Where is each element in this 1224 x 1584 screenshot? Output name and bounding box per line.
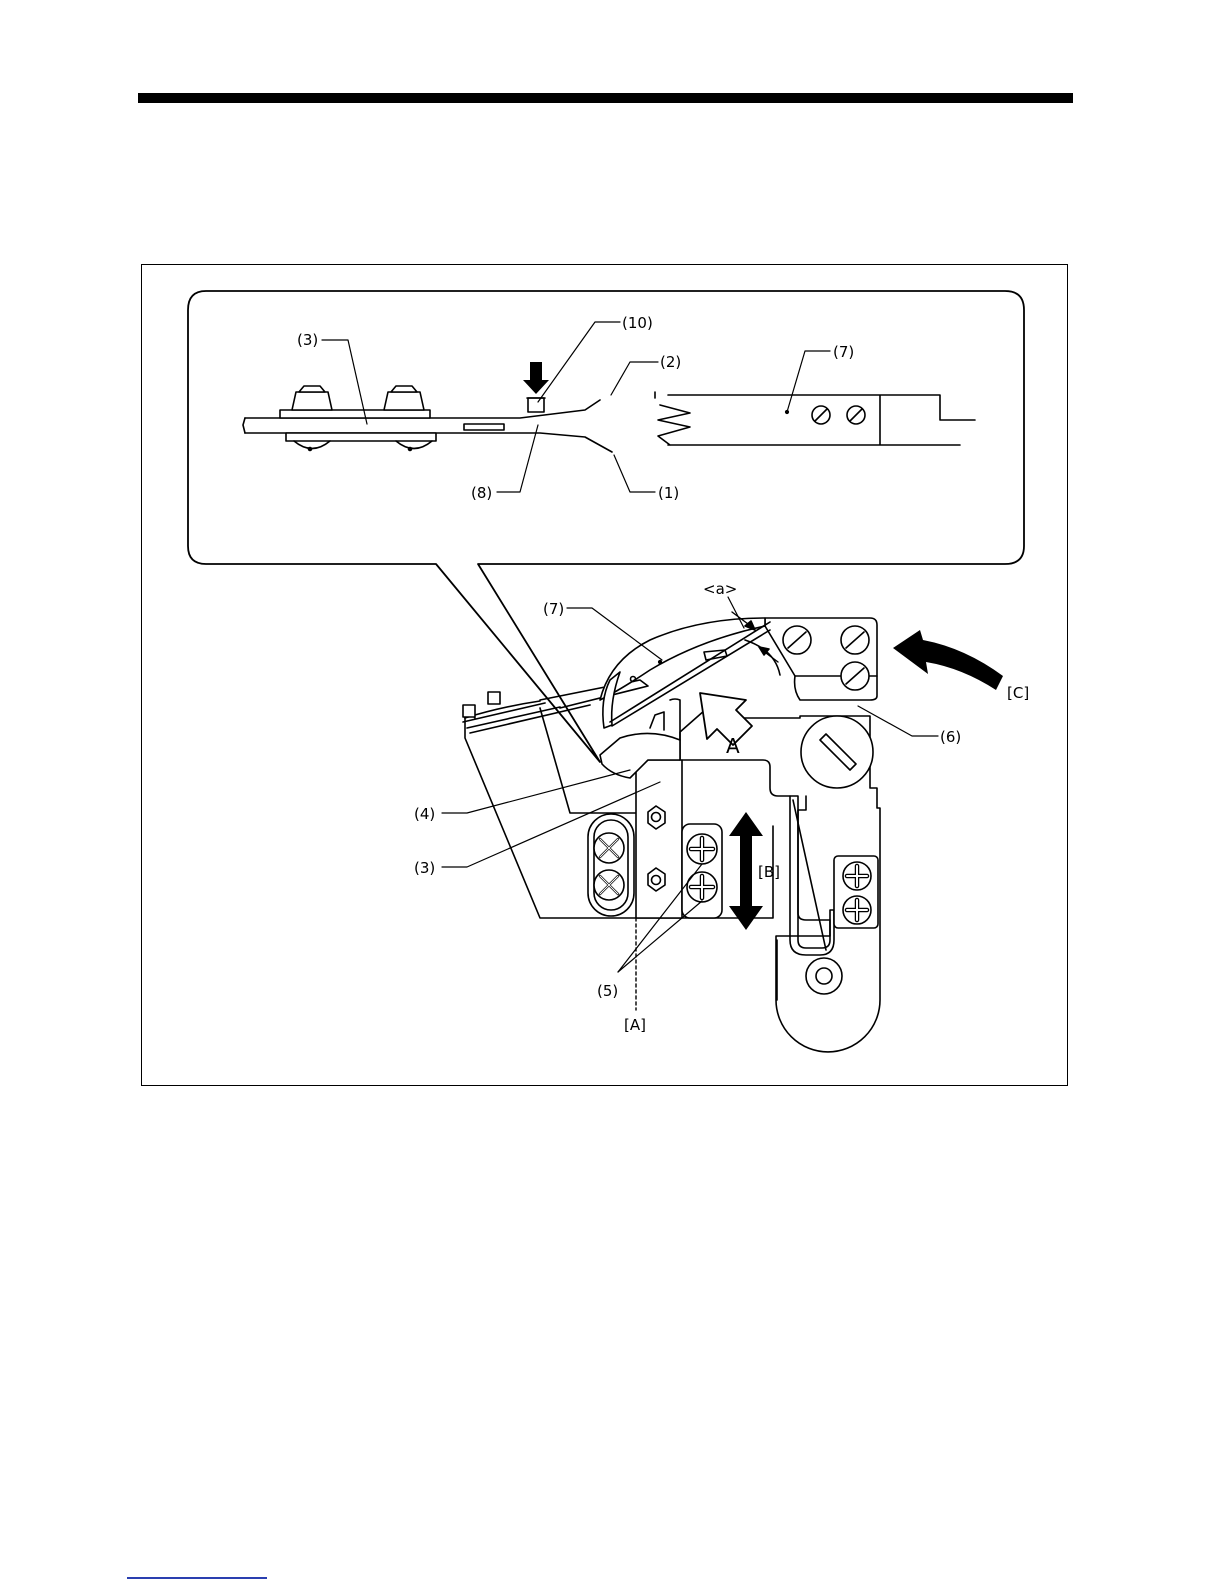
label-b: [B] [758,863,780,881]
label-2: (2) [660,353,681,371]
label-arrow-a: A [726,734,740,758]
label-6: (6) [940,728,961,746]
label-3-inset: (3) [297,331,318,349]
label-4: (4) [414,805,435,823]
label-8: (8) [471,484,492,502]
label-c: [C] [1007,684,1029,702]
label-a: <a> [703,580,737,598]
label-1: (1) [658,484,679,502]
label-5: (5) [597,982,618,1000]
label-7-inset: (7) [833,343,854,361]
footer-link-underline[interactable] [127,1577,267,1579]
label-7-main: (7) [543,600,564,618]
label-10: (10) [622,314,653,332]
label-3-main: (3) [414,859,435,877]
label-a-bracket: [A] [624,1016,646,1034]
